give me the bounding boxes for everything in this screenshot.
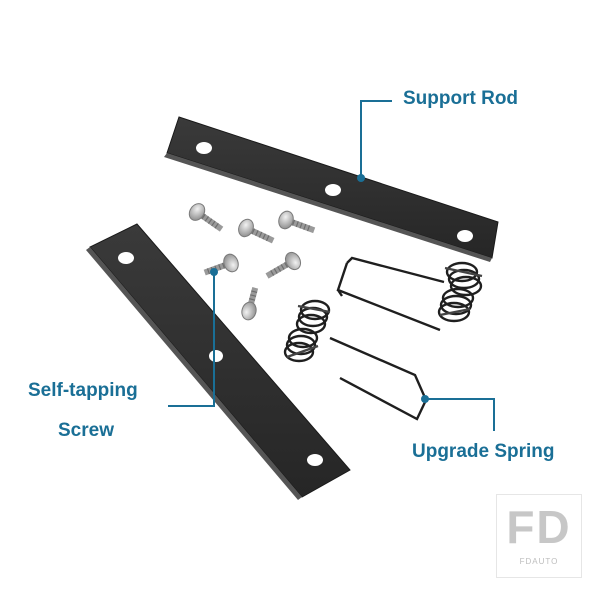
- callout-dot-spring: [421, 395, 429, 403]
- callout-dot-support-rod: [357, 174, 365, 182]
- brand-logo: FD FDAUTO: [496, 494, 582, 578]
- callout-screw: [168, 272, 215, 407]
- self-tapping-label-line1: Self-tapping: [28, 380, 138, 401]
- upgrade-spring-upper: [336, 256, 483, 332]
- upgrade-spring-lower: [283, 299, 428, 421]
- self-tapping-screws: [188, 203, 316, 321]
- support-rod-plate: [164, 116, 499, 262]
- callout-support-rod: [360, 100, 392, 178]
- callout-dot-screw: [210, 268, 218, 276]
- support-rod-label: Support Rod: [403, 88, 519, 109]
- callout-spring: [425, 398, 495, 431]
- upgrade-spring-label: Upgrade Spring: [412, 441, 555, 462]
- logo-mark: FD: [506, 501, 572, 553]
- callouts: [168, 100, 495, 431]
- lower-plate: [86, 223, 351, 500]
- self-tapping-label-line2: Screw: [58, 420, 114, 441]
- logo-name: FDAUTO: [519, 557, 559, 566]
